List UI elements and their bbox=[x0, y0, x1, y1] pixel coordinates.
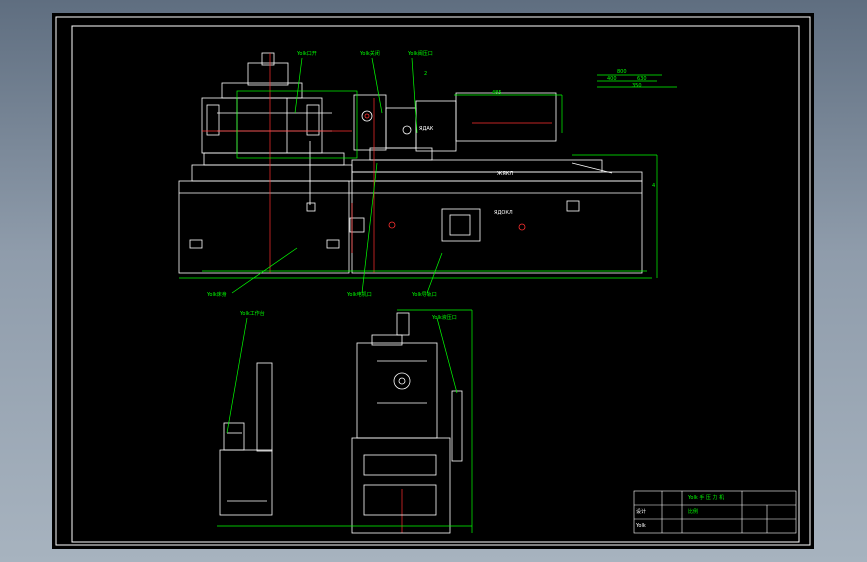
title-block-name: Yolk bbox=[636, 523, 646, 529]
label-motor-port: Yolk电机口 bbox=[347, 292, 372, 298]
front-elevation bbox=[178, 52, 643, 274]
label-housing: ЯДОКЛ bbox=[494, 210, 513, 216]
dimension-2: 2 bbox=[424, 71, 428, 77]
label-motor: ЯДАК bbox=[419, 126, 434, 132]
title-block-scale: 比例 bbox=[688, 509, 699, 515]
cad-drawing bbox=[55, 16, 811, 546]
dimension-lines-bottom bbox=[217, 309, 473, 533]
label-hydraulic: Yolk液压口 bbox=[432, 315, 457, 321]
title-block bbox=[633, 490, 797, 534]
cad-viewport[interactable]: Yolk口开 Yolk关闭 Yolk阀压口 ЯДАК ЖЯКЛ ЯДОКЛ Yo… bbox=[52, 13, 814, 549]
title-block-design: 设计 bbox=[636, 509, 647, 515]
label-worktable: Yolk工作台 bbox=[240, 311, 265, 317]
label-part-c: Yolk阀压口 bbox=[408, 51, 433, 57]
outer-border bbox=[55, 16, 811, 546]
side-view-center bbox=[351, 312, 463, 534]
inner-border bbox=[71, 25, 800, 543]
label-bed: Yolk床身 bbox=[207, 292, 227, 298]
dimension-350: 350 bbox=[632, 83, 642, 89]
dimension-800: 800 bbox=[617, 69, 627, 75]
label-part-a: Yolk口开 bbox=[297, 51, 317, 57]
dimension-lines-top bbox=[179, 57, 677, 294]
label-part-b: Yolk关闭 bbox=[360, 51, 380, 57]
label-rail: ЖЯКЛ bbox=[497, 171, 514, 177]
label-rail-port: Yolk导轨口 bbox=[412, 292, 437, 298]
dimension-630: 630 bbox=[637, 76, 647, 82]
center-lines bbox=[202, 53, 403, 533]
dimension-4: 4 bbox=[652, 183, 656, 189]
dimension-485: 485 bbox=[492, 90, 502, 96]
side-view-left bbox=[219, 362, 273, 516]
title-block-title: Yolk 手 压 力 机 bbox=[688, 495, 725, 501]
dimension-400: 400 bbox=[607, 76, 617, 82]
